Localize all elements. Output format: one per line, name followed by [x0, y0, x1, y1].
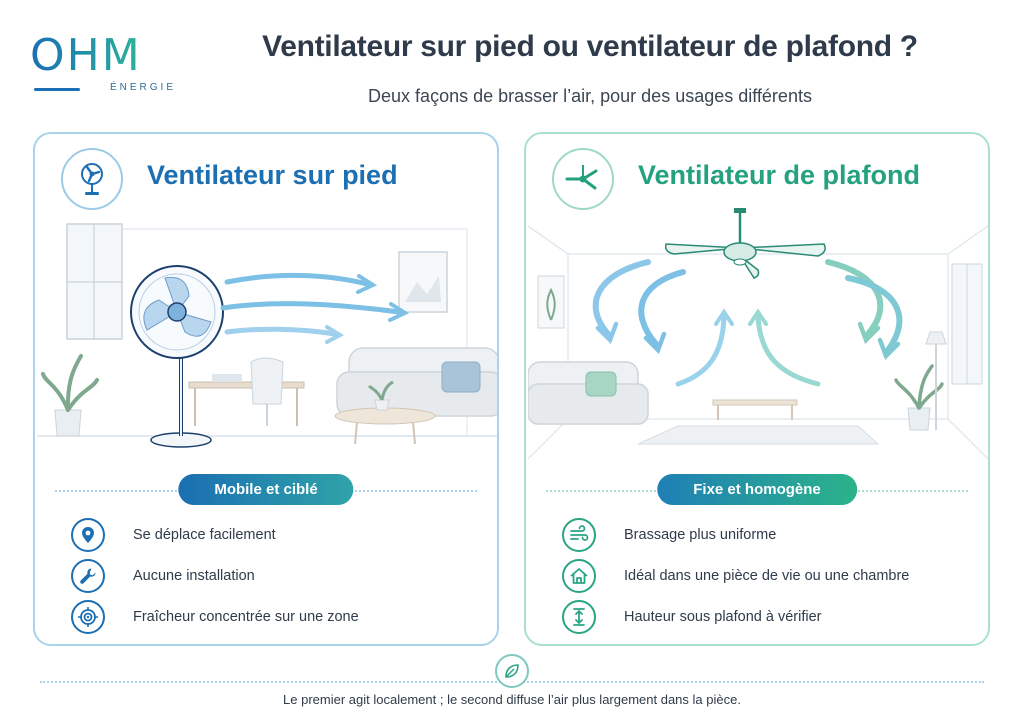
- list-item: Fraîcheur concentrée sur une zone: [71, 596, 491, 637]
- feature-label: Fraîcheur concentrée sur une zone: [133, 608, 359, 625]
- airflow-icon: [562, 517, 596, 552]
- list-item: Aucune installation: [71, 555, 491, 596]
- list-item: Brassage plus uniforme: [562, 514, 982, 555]
- list-item: Idéal dans une pièce de vie ou une chamb…: [562, 555, 982, 596]
- list-item: Se déplace facilement: [71, 514, 491, 555]
- logo-subtitle: ÉNERGIE: [110, 82, 177, 93]
- wrench-icon: [71, 558, 105, 593]
- logo-underline: [34, 88, 80, 91]
- footer-caption: Le premier agit localement ; le second d…: [283, 692, 741, 707]
- standing-fan-room-illustration: [37, 223, 497, 448]
- standing-fan-card: Ventilateur sur pied: [33, 132, 499, 646]
- usage-tag: Fixe et homogène: [657, 474, 857, 505]
- target-icon: [71, 599, 105, 634]
- page-title: Ventilateur sur pied ou ventilateur de p…: [262, 30, 918, 63]
- page-subtitle: Deux façons de brasser l’air, pour des u…: [368, 86, 812, 106]
- feature-label: Se déplace facilement: [133, 526, 276, 543]
- standing-fan-icon: [61, 148, 123, 210]
- list-item: Hauteur sous plafond à vérifier: [562, 596, 982, 637]
- location-pin-icon: [71, 517, 105, 552]
- logo-word: OHM: [30, 30, 142, 81]
- height-icon: [562, 599, 596, 634]
- feature-label: Hauteur sous plafond à vérifier: [624, 608, 822, 625]
- ohm-energie-logo: OHM ÉNERGIE: [30, 30, 175, 100]
- feature-list: Brassage plus uniforme Idéal dans une pi…: [562, 514, 982, 637]
- ceiling-fan-card: Ventilateur de plafond: [524, 132, 990, 646]
- ceiling-fan-icon: [552, 148, 614, 210]
- leaf-icon: [495, 654, 529, 688]
- card-title: Ventilateur de plafond: [638, 160, 921, 190]
- feature-label: Aucune installation: [133, 567, 255, 584]
- feature-list: Se déplace facilement Aucune installatio…: [71, 514, 491, 637]
- usage-tag: Mobile et ciblé: [178, 474, 354, 505]
- feature-label: Brassage plus uniforme: [624, 526, 777, 543]
- feature-label: Idéal dans une pièce de vie ou une chamb…: [624, 567, 910, 584]
- card-title: Ventilateur sur pied: [147, 160, 398, 190]
- ceiling-fan-room-illustration: [528, 208, 988, 460]
- house-icon: [562, 558, 596, 593]
